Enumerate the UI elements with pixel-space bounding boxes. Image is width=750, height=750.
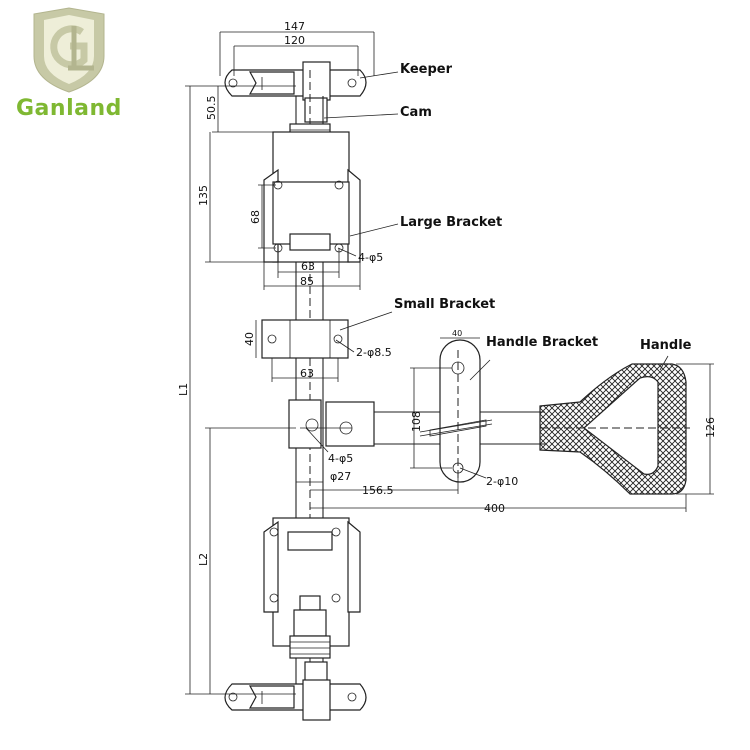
dim-2-phi10: 2-φ10 [486,475,518,488]
dim-L1: L1 [177,383,190,396]
dim-4-phi5-mid: 4-φ5 [328,452,353,465]
dim-120: 120 [284,34,305,47]
dim-40-small: 40 [243,332,256,346]
dim-L2: L2 [197,553,210,566]
dim-phi27: φ27 [330,470,351,483]
dim-85: 85 [300,275,314,288]
label-handle-bracket: Handle Bracket [486,335,598,350]
dim-40-handle: 40 [452,329,462,338]
label-large-bracket: Large Bracket [400,215,502,230]
dim-156-5: 156.5 [362,484,394,497]
label-cam: Cam [400,105,432,120]
label-keeper: Keeper [400,62,453,77]
dim-2-phi8-5: 2-φ8.5 [356,346,392,359]
handle-hub [288,399,375,449]
dim-63-top: 63 [301,260,315,273]
handle-bracket [419,339,493,483]
handle-grip [539,363,690,495]
dim-63-small: 63 [300,367,314,380]
small-bracket [261,319,349,359]
dim-68: 68 [249,210,262,224]
dimension-lines [185,31,714,695]
dim-108: 108 [410,411,423,432]
dim-135: 135 [197,185,210,206]
bottom-keeper [224,661,367,721]
bottom-cam [289,595,331,659]
ganland-logo-icon [33,7,105,93]
top-keeper [224,61,367,123]
dim-400: 400 [484,502,505,515]
label-small-bracket: Small Bracket [394,297,495,312]
large-bracket-top [263,131,361,263]
dim-4-phi5-top: 4-φ5 [358,251,383,264]
label-handle: Handle [640,338,692,353]
dim-147: 147 [284,20,305,33]
brand-name: Ganland [16,96,122,121]
dim-126: 126 [704,417,717,438]
dim-50-5: 50.5 [205,96,218,121]
